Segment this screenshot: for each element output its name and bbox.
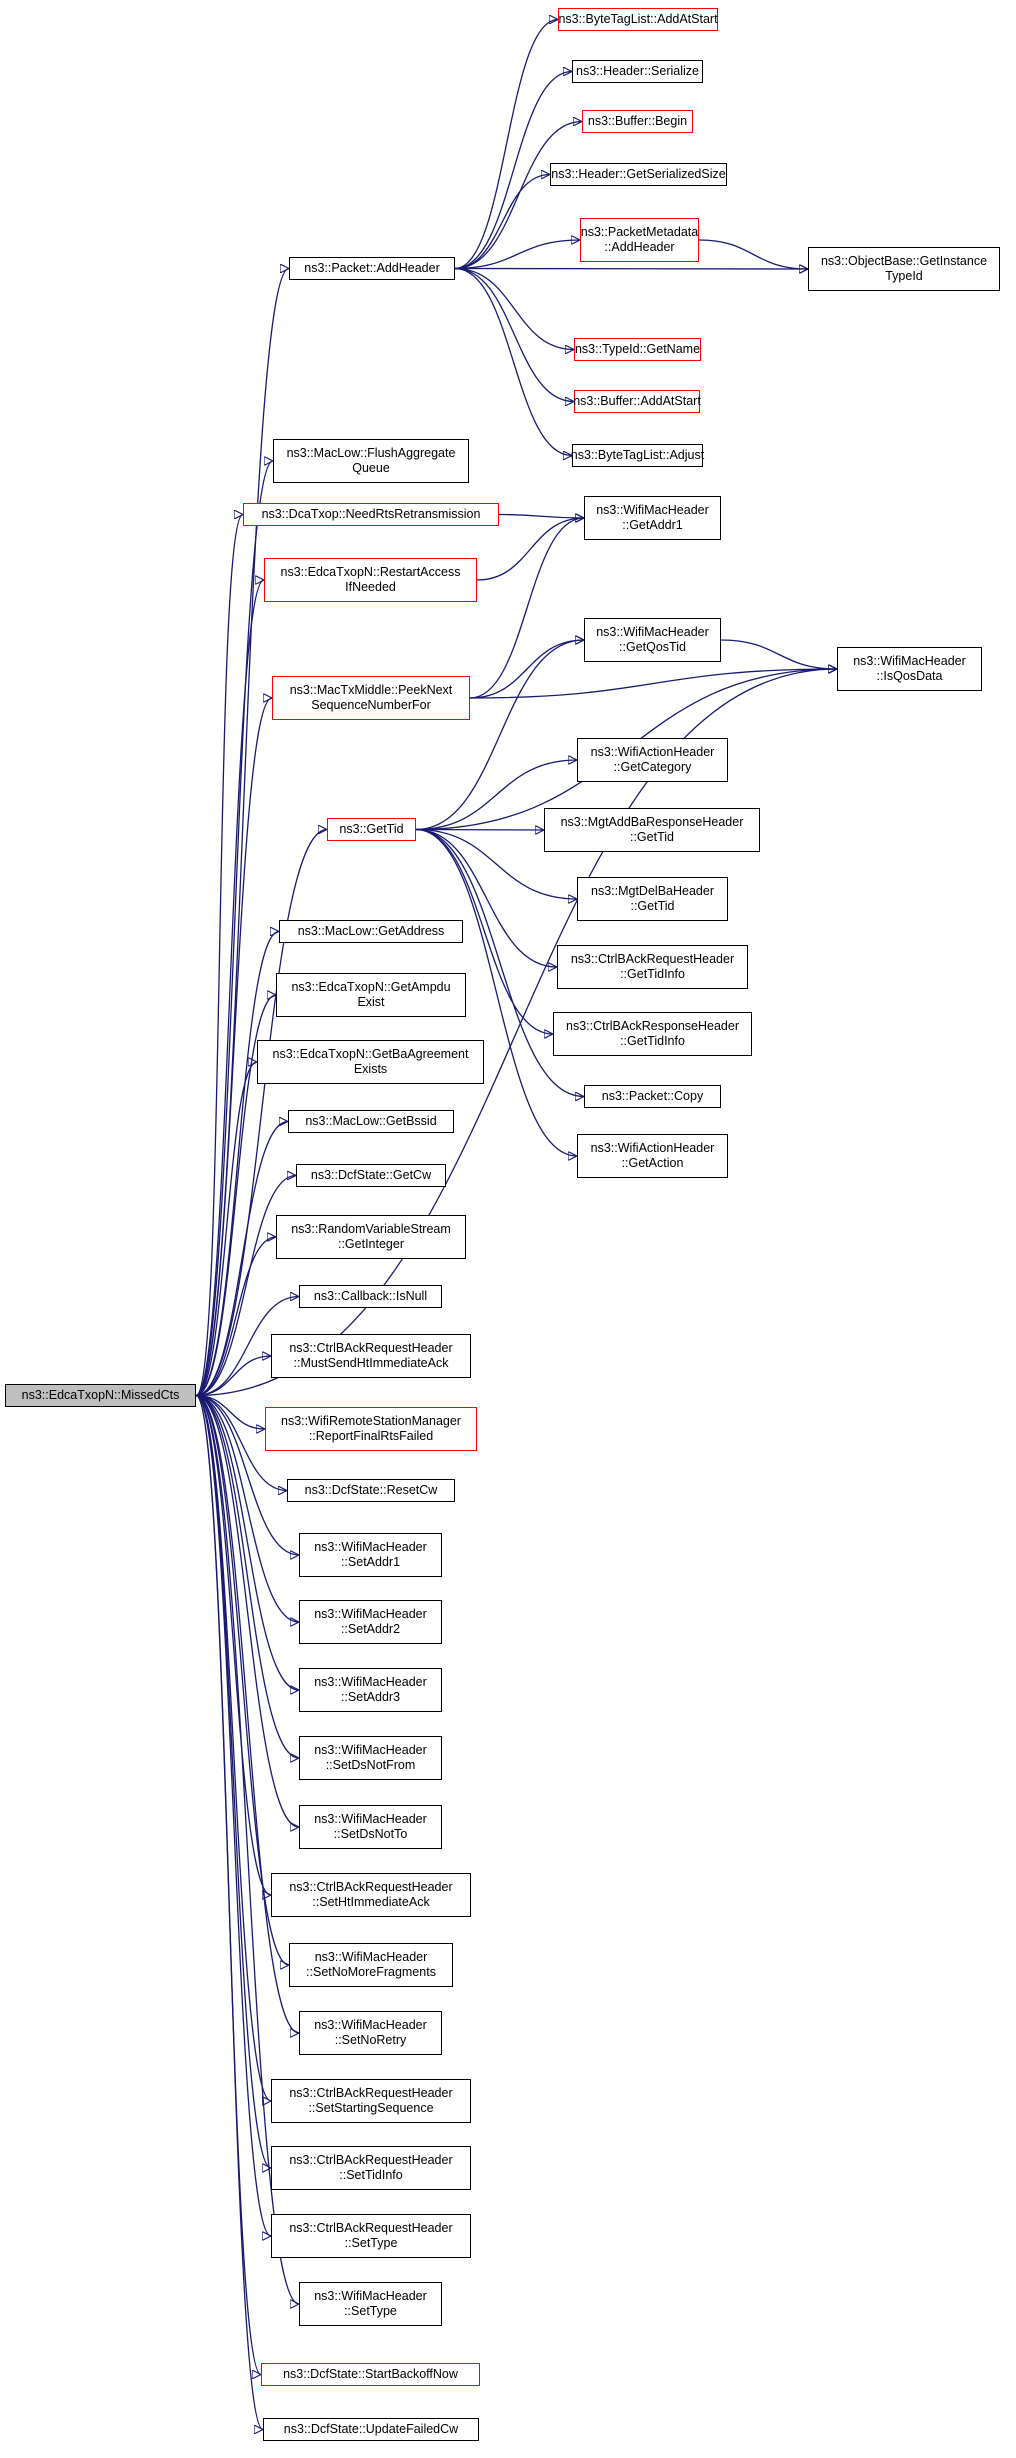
node-ctrlbackrequestheader-gettidinfo[interactable]: ns3::CtrlBAckRequestHeader ::GetTidInfo <box>557 945 748 989</box>
node-edcatxopn-getbaagreementexists[interactable]: ns3::EdcaTxopN::GetBaAgreement Exists <box>257 1040 484 1084</box>
edge-root-to-getbssid <box>195 1122 289 1397</box>
node-wifiactionheader-getcategory[interactable]: ns3::WifiActionHeader ::GetCategory <box>577 738 728 782</box>
node-maclow-flushaggregatequeue[interactable]: ns3::MacLow::FlushAggregate Queue <box>273 439 469 483</box>
node-wifimacheader-setdsnotfrom[interactable]: ns3::WifiMacHeader ::SetDsNotFrom <box>299 1736 442 1780</box>
node-randomvariablestream-getinteger[interactable]: ns3::RandomVariableStream ::GetInteger <box>276 1215 466 1259</box>
node-wifiremotestationmanager-reportfinalrtsfailed[interactable]: ns3::WifiRemoteStationManager ::ReportFi… <box>265 1407 477 1451</box>
node-maclow-getbssid[interactable]: ns3::MacLow::GetBssid <box>288 1110 454 1133</box>
edge-root-to-setaddr2 <box>195 1394 299 1623</box>
edge-peeknext-to-getqostid <box>469 640 584 699</box>
edge-addheader-to-buf_addatstart <box>454 267 574 402</box>
edge-root-to-resetcw <box>195 1394 287 1491</box>
edge-gettid-to-baresp_tidinfo <box>415 828 553 1035</box>
edge-root-to-getcw <box>195 1176 296 1397</box>
node-ctrlbackrequestheader-setstartingsequence[interactable]: ns3::CtrlBAckRequestHeader ::SetStarting… <box>271 2079 471 2123</box>
edge-addheader-to-hdr_serialize <box>454 72 572 270</box>
node-buffer-begin[interactable]: ns3::Buffer::Begin <box>582 110 693 133</box>
edge-addheader-to-hdr_getsersize <box>454 175 550 270</box>
edge-root-to-updatefailed <box>195 1394 264 2430</box>
node-dcfstate-updatefailedcw[interactable]: ns3::DcfState::UpdateFailedCw <box>263 2418 479 2441</box>
node-header-serialize[interactable]: ns3::Header::Serialize <box>572 60 703 83</box>
edge-addheader-to-typeid_getname <box>454 267 574 350</box>
node-dcatxop-needrtsretransmission[interactable]: ns3::DcaTxop::NeedRtsRetransmission <box>243 503 499 526</box>
node-packet-addheader[interactable]: ns3::Packet::AddHeader <box>289 257 455 280</box>
node-maclow-getaddress[interactable]: ns3::MacLow::GetAddress <box>279 920 463 943</box>
edge-peeknext-to-getaddr1 <box>469 518 584 699</box>
edge-pm_addheader-to-ob_getinst <box>698 239 808 269</box>
edge-peeknext-to-isqosdata <box>469 669 837 699</box>
node-gettid[interactable]: ns3::GetTid <box>327 818 416 841</box>
edge-root-to-setaddr3 <box>195 1394 300 1691</box>
edge-root-to-setdsnotto <box>195 1394 300 1828</box>
node-wifimacheader-getqostid[interactable]: ns3::WifiMacHeader ::GetQosTid <box>584 618 721 662</box>
node-mactxmiddle-peeknextsequencenumberfor[interactable]: ns3::MacTxMiddle::PeekNext SequenceNumbe… <box>272 676 470 720</box>
edge-addheader-to-pm_addheader <box>454 240 580 270</box>
edge-root-to-settype_bar <box>195 1394 272 2237</box>
edge-root-to-mustsend <box>195 1356 271 1397</box>
node-ctrlbackresponseheader-gettidinfo[interactable]: ns3::CtrlBAckResponseHeader ::GetTidInfo <box>553 1012 752 1056</box>
edge-addheader-to-ob_getinst <box>454 269 808 270</box>
node-edcatxopn-restartaccessifneeded[interactable]: ns3::EdcaTxopN::RestartAccess IfNeeded <box>264 558 477 602</box>
node-wifimacheader-isqosdata[interactable]: ns3::WifiMacHeader ::IsQosData <box>837 647 982 691</box>
edge-root-to-peeknext <box>195 698 273 1397</box>
node-bytetaglist-addatstart[interactable]: ns3::ByteTagList::AddAtStart <box>558 8 718 31</box>
node-header-getserializedsize[interactable]: ns3::Header::GetSerializedSize <box>550 163 727 186</box>
edge-addheader-to-btl_addatstart <box>454 20 558 270</box>
node-mgtaddbaresponseheader-gettid[interactable]: ns3::MgtAddBaResponseHeader ::GetTid <box>544 808 760 852</box>
node-packet-copy[interactable]: ns3::Packet::Copy <box>584 1085 721 1108</box>
node-dcfstate-resetcw[interactable]: ns3::DcfState::ResetCw <box>287 1479 455 1502</box>
edge-needrts-to-getaddr1 <box>498 515 584 519</box>
node-ctrlbackrequestheader-sethtimmediateack[interactable]: ns3::CtrlBAckRequestHeader ::SetHtImmedi… <box>271 1873 471 1917</box>
edge-addheader-to-btl_adjust <box>454 267 572 456</box>
node-wifimacheader-settype[interactable]: ns3::WifiMacHeader ::SetType <box>299 2282 442 2326</box>
node-packetmetadata-addheader[interactable]: ns3::PacketMetadata ::AddHeader <box>580 218 699 262</box>
node-ctrlbackrequestheader-mustsendhtimmediateack[interactable]: ns3::CtrlBAckRequestHeader ::MustSendHtI… <box>271 1334 471 1378</box>
node-wifimacheader-setnomorefragments[interactable]: ns3::WifiMacHeader ::SetNoMoreFragments <box>289 1943 453 1987</box>
node-edcatxopn-getampduexist[interactable]: ns3::EdcaTxopN::GetAmpdu Exist <box>276 973 466 1017</box>
node-bytetaglist-adjust[interactable]: ns3::ByteTagList::Adjust <box>571 444 704 467</box>
edge-gettid-to-delba <box>415 828 577 900</box>
edge-root-to-setdsnotfrom <box>195 1394 300 1759</box>
node-wifiactionheader-getaction[interactable]: ns3::WifiActionHeader ::GetAction <box>577 1134 728 1178</box>
edge-root-to-restartaccess <box>195 580 265 1397</box>
node-wifimacheader-setaddr2[interactable]: ns3::WifiMacHeader ::SetAddr2 <box>299 1600 442 1644</box>
node-dcfstate-startbackoffnow[interactable]: ns3::DcfState::StartBackoffNow <box>261 2363 480 2386</box>
node-ctrlbackrequestheader-settype[interactable]: ns3::CtrlBAckRequestHeader ::SetType <box>271 2214 471 2258</box>
edge-gettid-to-getaction <box>415 828 577 1157</box>
edge-root-to-setnoretry <box>195 1394 300 2034</box>
node-objectbase-getinstancetypeid[interactable]: ns3::ObjectBase::GetInstance TypeId <box>808 247 1000 291</box>
edge-root-to-getinteger <box>195 1237 277 1397</box>
node-wifimacheader-setaddr3[interactable]: ns3::WifiMacHeader ::SetAddr3 <box>299 1668 442 1712</box>
node-wifimacheader-setnoretry[interactable]: ns3::WifiMacHeader ::SetNoRetry <box>299 2011 442 2055</box>
edge-addheader-to-buf_begin <box>454 122 582 270</box>
edge-root-to-setaddr1 <box>195 1394 299 1556</box>
edge-root-to-setstartseq <box>195 1394 272 2102</box>
node-edcatxopn-missedcts: ns3::EdcaTxopN::MissedCts <box>5 1384 196 1407</box>
edge-getqostid-to-isqosdata <box>720 639 837 669</box>
edge-gettid-to-getqostid <box>415 640 584 831</box>
node-ctrlbackrequestheader-settidinfo[interactable]: ns3::CtrlBAckRequestHeader ::SetTidInfo <box>271 2146 471 2190</box>
edge-root-to-flushagg <box>195 461 274 1397</box>
node-wifimacheader-getaddr1[interactable]: ns3::WifiMacHeader ::GetAddr1 <box>584 496 721 540</box>
edge-root-to-setnomorefrag <box>195 1394 290 1966</box>
node-callback-isnull[interactable]: ns3::Callback::IsNull <box>299 1285 442 1308</box>
edge-gettid-to-pkt_copy <box>415 828 584 1097</box>
edge-gettid-to-addbaresp <box>415 830 544 831</box>
node-wifimacheader-setaddr1[interactable]: ns3::WifiMacHeader ::SetAddr1 <box>299 1533 442 1577</box>
node-buffer-addatstart[interactable]: ns3::Buffer::AddAtStart <box>573 390 701 413</box>
edge-root-to-isnull <box>195 1297 299 1397</box>
node-typeid-getname[interactable]: ns3::TypeId::GetName <box>574 338 701 361</box>
edge-gettid-to-barreq_tidinfo <box>415 828 557 968</box>
node-dcfstate-getcw[interactable]: ns3::DcfState::GetCw <box>296 1164 446 1187</box>
edge-gettid-to-getcategory <box>415 760 577 831</box>
node-mgtdelbaheader-gettid[interactable]: ns3::MgtDelBaHeader ::GetTid <box>577 877 728 921</box>
edge-restartaccess-to-getaddr1 <box>476 518 584 581</box>
edge-root-to-needrts <box>195 515 244 1397</box>
edge-root-to-getbaagree <box>195 1062 258 1397</box>
edge-root-to-getampdu <box>195 995 277 1397</box>
node-wifimacheader-setdsnotto[interactable]: ns3::WifiMacHeader ::SetDsNotTo <box>299 1805 442 1849</box>
